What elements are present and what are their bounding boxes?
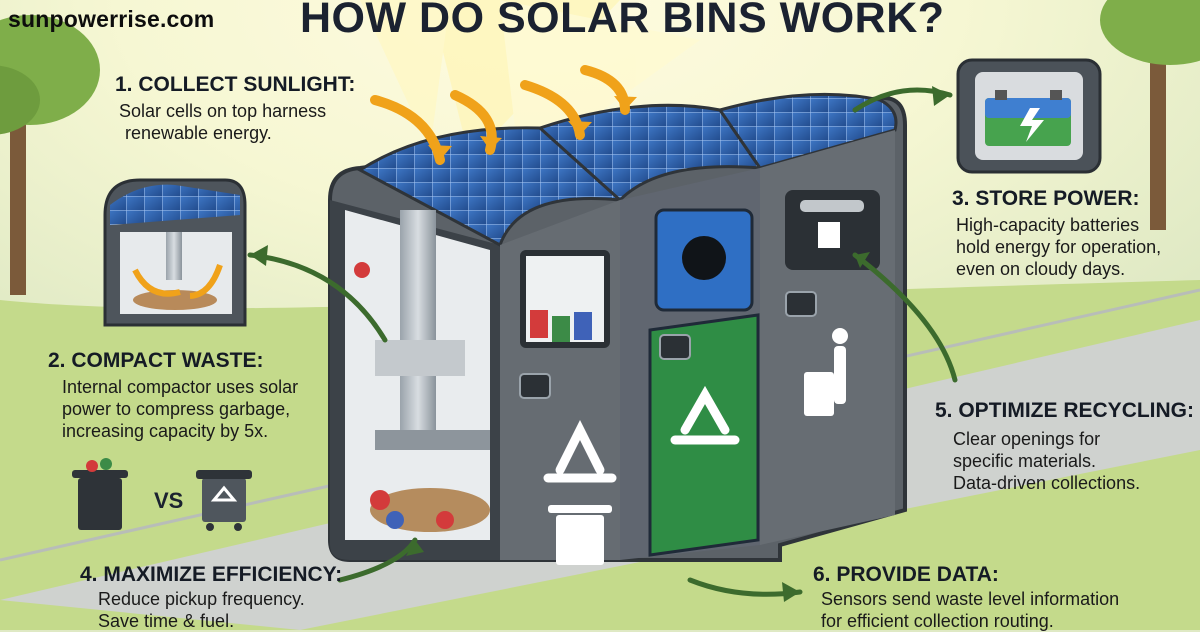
step-collect-sunlight: 1. COLLECT SUNLIGHT: Solar cells on top … [115, 72, 355, 144]
step-text: Internal compactor uses solar [62, 377, 299, 397]
step-maximize-efficiency: 4. MAXIMIZE EFFICIENCY: Reduce pickup fr… [80, 562, 342, 632]
step-heading: 2. COMPACT WASTE: [48, 349, 264, 372]
tree-icon [1100, 0, 1200, 230]
step-text: Data-driven collections. [953, 473, 1141, 493]
step-text: renewable energy. [125, 123, 272, 143]
page-title: HOW DO SOLAR BINS WORK? [300, 0, 945, 42]
step-text: increasing capacity by 5x. [62, 421, 269, 441]
step-text: power to compress garbage, [62, 399, 291, 419]
step-text: Sensors send waste level information [821, 589, 1120, 609]
step-heading: 1. COLLECT SUNLIGHT: [115, 73, 356, 96]
recycle-icon [543, 419, 617, 483]
trash-can-icon [196, 470, 252, 531]
step-text: hold energy for operation, [956, 237, 1162, 257]
trash-can-icon [72, 458, 128, 530]
comparison-vs-label: VS [154, 488, 184, 513]
step-text: Reduce pickup frequency. [98, 589, 305, 609]
step-text: even on cloudy days. [956, 259, 1126, 279]
battery-icon [956, 58, 1102, 174]
step-text: specific materials. [953, 451, 1097, 471]
step-heading: 6. PROVIDE DATA: [813, 563, 999, 586]
step-heading: 4. MAXIMIZE EFFICIENCY: [80, 563, 343, 586]
recycle-icon [670, 385, 740, 445]
step-text: Clear openings for [953, 429, 1101, 449]
tree-icon [0, 15, 100, 295]
step-store-power: 3. STORE POWER: High-capacity batteries … [952, 186, 1161, 280]
step-heading: 3. STORE POWER: [952, 187, 1140, 210]
step-heading: 5. OPTIMIZE RECYCLING: [935, 399, 1195, 422]
step-text: Save time & fuel. [98, 611, 235, 631]
step-text: for efficient collection routing. [821, 611, 1054, 631]
solar-bin [328, 92, 907, 565]
site-brand[interactable]: sunpowerrise.com [8, 6, 215, 32]
person-disposing-trash-icon [804, 328, 848, 416]
step-provide-data: 6. PROVIDE DATA: Sensors send waste leve… [813, 562, 1119, 632]
step-text: High-capacity batteries [956, 215, 1140, 235]
step-compact-waste: 2. COMPACT WASTE: Internal compactor use… [48, 348, 298, 442]
trash-can-icon [548, 505, 612, 565]
step-text: Solar cells on top harness [119, 101, 327, 121]
compactor-cutaway [103, 178, 247, 327]
step-optimize-recycling: 5. OPTIMIZE RECYCLING: Clear openings fo… [935, 398, 1194, 494]
